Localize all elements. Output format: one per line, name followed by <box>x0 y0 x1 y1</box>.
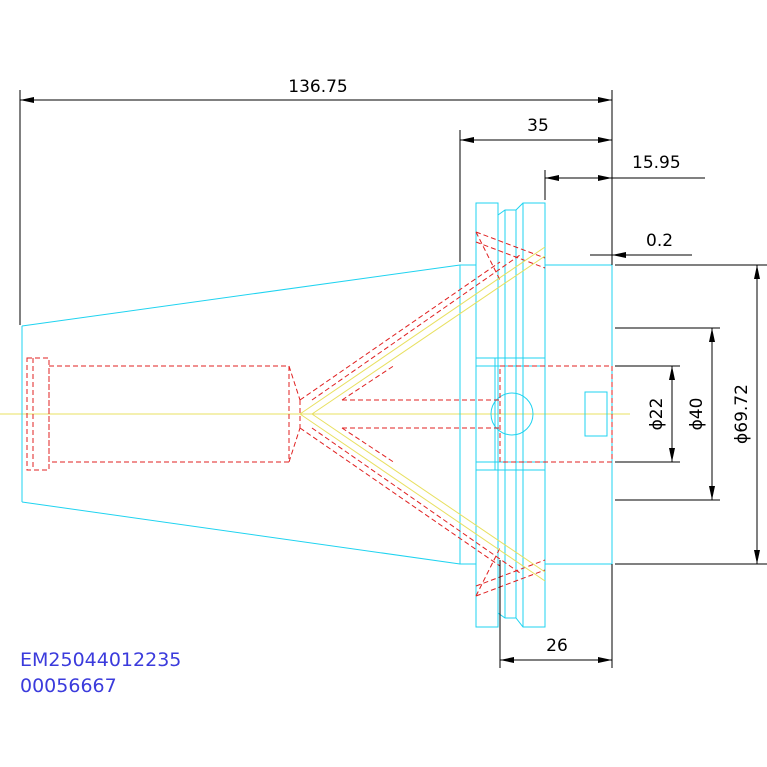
dimension-lines <box>19 90 767 668</box>
hidden-lines <box>26 231 613 597</box>
passage-centerlines <box>299 246 546 582</box>
dim-hub-diameter: ϕ40 <box>687 398 707 431</box>
dim-flange-diameter: ϕ69.72 <box>732 384 752 444</box>
dim-flange-width: 35 <box>527 116 549 136</box>
dim-flange-offset: 15.95 <box>632 153 681 173</box>
dim-bore-diameter: ϕ22 <box>647 398 667 431</box>
dim-gap: 0.2 <box>646 231 673 251</box>
dim-face-width: 26 <box>546 636 568 656</box>
part-code-line2: 00056667 <box>20 675 117 697</box>
dim-overall-length: 136.75 <box>288 77 347 97</box>
part-code-line1: EM25044012235 <box>20 649 181 671</box>
flange-outline <box>459 202 613 628</box>
